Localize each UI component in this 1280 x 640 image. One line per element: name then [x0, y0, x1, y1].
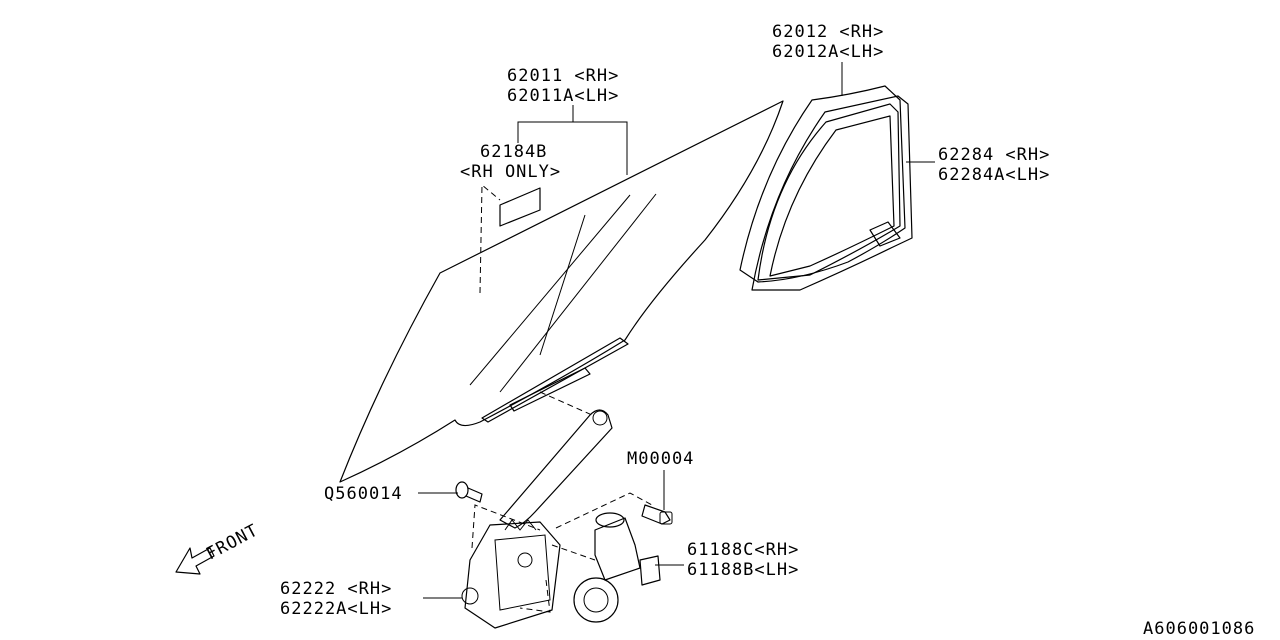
rh-only-sticker-part[interactable]: [479, 183, 541, 294]
diagram-id: A606001086: [1143, 619, 1255, 639]
quarter-glass-label-rh: 62012 <RH>: [772, 22, 884, 42]
sticker-label-note: <RH ONLY>: [460, 162, 561, 182]
door-glass-part[interactable]: [339, 100, 784, 483]
weatherstrip-part[interactable]: [751, 95, 913, 291]
screw-part[interactable]: [455, 481, 483, 503]
regulator-label-rh: 62222 <RH>: [280, 579, 392, 599]
screw-label: Q560014: [324, 484, 403, 504]
regulator-part[interactable]: [461, 409, 613, 629]
front-label: FRONT: [203, 520, 262, 564]
motor-label-lh: 61188B<LH>: [687, 560, 799, 580]
sticker-label-part: 62184B: [480, 142, 547, 162]
front-direction-arrow: FRONT: [175, 520, 262, 575]
bolt-part[interactable]: [641, 504, 673, 525]
regulator-label-lh: 62222A<LH>: [280, 599, 392, 619]
motor-part[interactable]: [573, 512, 661, 623]
glass-label-rh: 62011 <RH>: [507, 66, 619, 86]
weatherstrip-label-rh: 62284 <RH>: [938, 145, 1050, 165]
weatherstrip-label-lh: 62284A<LH>: [938, 165, 1050, 185]
leader-lines: [418, 62, 935, 599]
glass-label-lh: 62011A<LH>: [507, 86, 619, 106]
motor-label-rh: 61188C<RH>: [687, 540, 799, 560]
quarter-glass-label-lh: 62012A<LH>: [772, 42, 884, 62]
bolt-label: M00004: [627, 449, 694, 469]
quarter-glass-part[interactable]: [739, 85, 906, 283]
